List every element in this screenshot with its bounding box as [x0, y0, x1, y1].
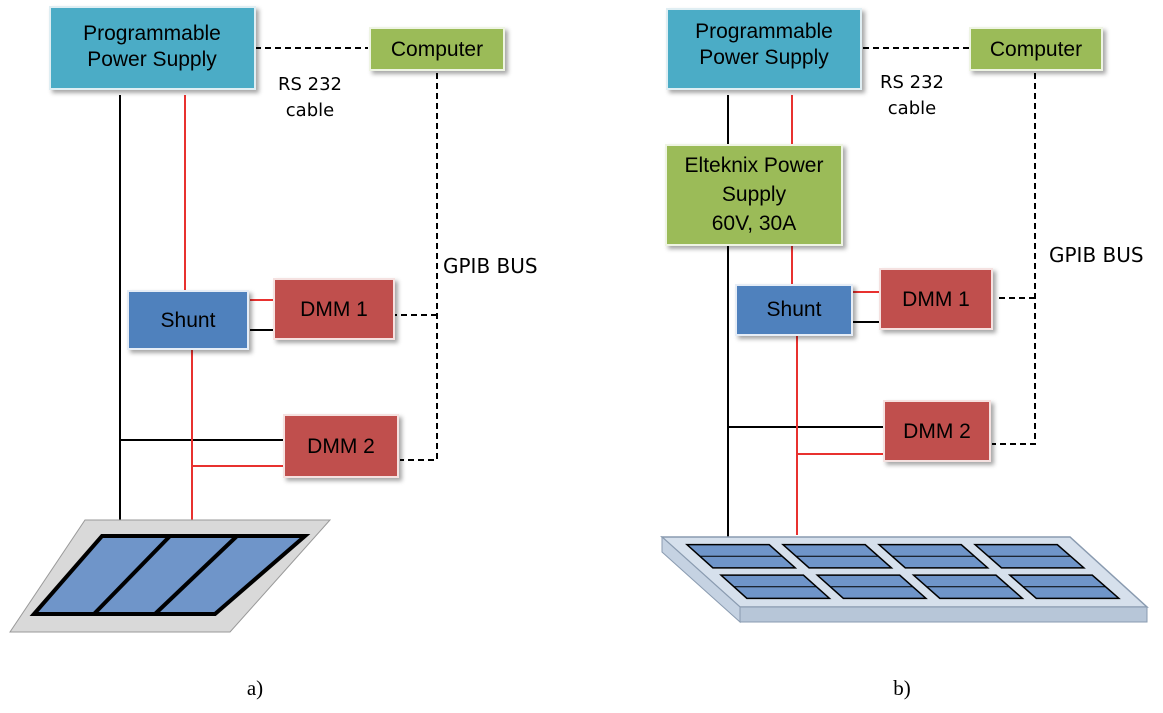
elteknix-label-line3: 60V, 30A — [712, 212, 796, 235]
dmm1-b: DMM 1 — [879, 268, 993, 330]
dmm2-label: DMM 2 — [307, 435, 375, 458]
dmm1-label: DMM 1 — [300, 298, 368, 321]
rs232-label-line1: RS 232 — [880, 72, 944, 93]
elteknix-power-supply-b: Elteknix Power Supply 60V, 30A — [665, 144, 843, 246]
shunt-a: Shunt — [127, 290, 249, 350]
shunt-label: Shunt — [161, 309, 216, 332]
panel-b: Programmable Power Supply Computer Eltek… — [660, 8, 1149, 700]
gpib-dashed-b — [992, 73, 1036, 445]
dmm2-label: DMM 2 — [903, 420, 971, 443]
pv-module-a — [9, 519, 332, 633]
elteknix-label-line2: Supply — [722, 183, 787, 206]
pv-cells — [685, 543, 1121, 600]
gpib-bus-label: GPIB BUS — [1049, 243, 1144, 267]
caption-b: b) — [893, 676, 911, 700]
power-supply-label-line1: Programmable — [695, 20, 833, 43]
elteknix-label-line1: Elteknix Power — [685, 154, 824, 177]
computer-label: Computer — [391, 38, 483, 61]
dmm2-a: DMM 2 — [283, 414, 399, 478]
dmm2-b: DMM 2 — [883, 400, 991, 462]
rs232-label-line1: RS 232 — [278, 74, 342, 95]
computer-label: Computer — [990, 38, 1082, 61]
programmable-power-supply-b: Programmable Power Supply — [666, 8, 862, 90]
panel-a: Programmable Power Supply Computer Shunt… — [9, 6, 538, 700]
power-supply-label-line2: Power Supply — [699, 46, 829, 69]
power-supply-label-line1: Programmable — [83, 22, 221, 45]
shunt-label: Shunt — [767, 298, 822, 321]
pv-panel-b — [660, 535, 1149, 624]
programmable-power-supply-a: Programmable Power Supply — [49, 6, 256, 90]
caption-a: a) — [247, 676, 263, 700]
dmm1-label: DMM 1 — [902, 288, 970, 311]
shunt-b: Shunt — [735, 284, 853, 336]
computer-b: Computer — [969, 27, 1103, 71]
dmm1-a: DMM 1 — [273, 278, 395, 340]
gpib-bus-label: GPIB BUS — [443, 254, 538, 278]
rs232-label-line2: cable — [888, 98, 936, 119]
power-supply-label-line2: Power Supply — [87, 48, 217, 71]
rs232-label-line2: cable — [286, 100, 334, 121]
gpib-dashed-a — [395, 73, 438, 461]
computer-a: Computer — [369, 27, 505, 71]
